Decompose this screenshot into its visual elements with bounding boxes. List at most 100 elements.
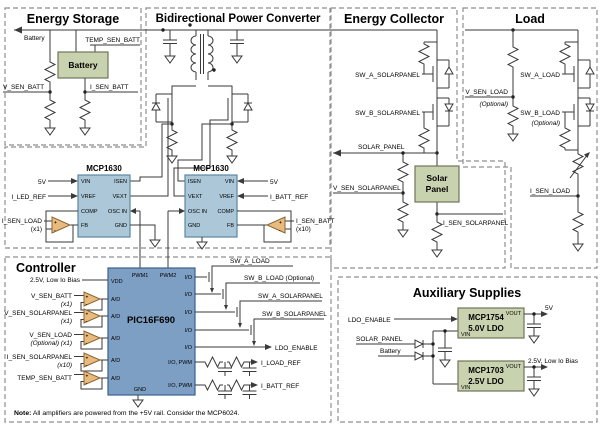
opamp [73, 352, 109, 372]
opamp [73, 330, 109, 350]
capacitor [242, 390, 257, 395]
label-i-batt-ref: I_BATT_REF [270, 194, 308, 201]
label-adc-gain: (Optional) (x1) [30, 340, 72, 347]
ground-icon [79, 127, 91, 136]
junction-dot [161, 28, 165, 32]
resistor [202, 356, 224, 368]
resistor [226, 379, 248, 391]
opamp [73, 308, 109, 328]
pin-fb: FB [81, 223, 88, 229]
capacitor [526, 323, 542, 328]
label-5v-out: 5V [545, 305, 554, 312]
pin-gnd: GND [115, 223, 127, 229]
opamp [73, 370, 109, 390]
pin-fb: FB [227, 223, 234, 229]
solar-rail-arrow-icon [333, 149, 341, 157]
pin-osc-in: OSC IN [108, 209, 127, 215]
pin-vin: VIN [225, 179, 234, 185]
resistor [507, 103, 519, 129]
pin-io: I/O [185, 275, 193, 281]
label-sw-b-sp-out: SW_B_SOLARPANEL [262, 311, 327, 318]
diode [414, 351, 425, 361]
ground-icon [226, 155, 238, 164]
pin-pwm1: PWM1 [132, 273, 149, 279]
body-diode [578, 59, 594, 89]
capacitor [217, 367, 233, 372]
label-adc-input: I_SEN_SOLARPANEL [7, 354, 73, 361]
section-controller: PIC16F690 PWM1 PWM2 VDD A/D A/D A/D A/D … [4, 258, 327, 417]
label-sw-b-load: SW_B_LOAD [520, 110, 560, 117]
pin-io-pwm: I/O, PWM [168, 360, 192, 366]
polarity-dot [212, 68, 216, 72]
mcp1754-box [457, 307, 525, 339]
pin-adc: A/D [111, 336, 120, 342]
pin-vext: VEXT [188, 194, 203, 200]
pic16f690-chip [107, 267, 196, 396]
note-prefix: Note: [14, 410, 31, 417]
label-sw-a-load-out: SW_A_LOAD [230, 258, 270, 265]
battery-box-label: Battery [68, 60, 98, 70]
resistor [226, 127, 238, 153]
polarity-dot [188, 23, 192, 27]
pin-io: I/O [185, 328, 193, 334]
opamp: + - [44, 210, 78, 243]
ground-icon [431, 249, 443, 258]
label-adc-gain: (x1) [61, 318, 72, 325]
arrow-icon [237, 178, 244, 184]
energy-storage-frame [4, 7, 142, 146]
pin-adc: A/D [111, 358, 120, 364]
pin-comp: COMP [218, 209, 235, 215]
label-gain-x1: (x1) [31, 226, 42, 233]
resistor [44, 59, 56, 85]
label-adc-input: V_SEN_BATT [31, 293, 72, 300]
pic16f690-name: PIC16F690 [127, 315, 175, 326]
pin-vout: VOUT [506, 364, 522, 370]
mcp1630-left-chip: MCP1630 VIN VREF COMP FB ISEN VEXT OSC I… [2, 164, 161, 268]
label-i-batt-ref-out: I_BATT_REF [261, 383, 299, 390]
body-diode [437, 59, 453, 89]
mosfet-left [130, 85, 196, 197]
resistor [418, 41, 430, 67]
label-temp-sen-batt: TEMP_SEN_BATT [85, 37, 140, 44]
body-diode [437, 97, 453, 127]
mosfet-right [173, 85, 253, 197]
pin-vref: VREF [219, 194, 234, 200]
capacitor [162, 39, 178, 44]
resistor [418, 125, 430, 151]
ground-icon [132, 399, 144, 408]
pwm2-wire [167, 210, 182, 268]
label-gain-x10: (x10) [296, 226, 311, 233]
label-ldo-enable: LDO_ENABLE [348, 317, 391, 324]
arrow-icon [71, 178, 78, 184]
label-i-sen-batt: I_SEN_BATT [90, 84, 129, 91]
resistor [397, 159, 409, 185]
capacitor [242, 367, 257, 372]
controller-frame [4, 256, 332, 423]
opamp [73, 291, 109, 311]
ground-icon [528, 388, 540, 397]
mcp1630-right-name: MCP1630 [193, 164, 229, 173]
mcp1754-name: MCP1754 [468, 313, 504, 322]
pin-comp: COMP [81, 209, 98, 215]
label-5v: 5V [270, 179, 279, 186]
ground-icon [164, 55, 176, 64]
pin-isen: ISEN [188, 179, 201, 185]
label-adc-input: TEMP_SEN_BATT [17, 375, 72, 382]
label-i-sen-load: I_SEN_LOAD [2, 218, 42, 225]
label-vdd-bias: 2.5V, Low Io Bias [30, 277, 81, 284]
resistor [507, 44, 519, 70]
pin-adc: A/D [111, 314, 120, 320]
arrow-icon [237, 193, 244, 199]
label-v-sen-solarpanel: V_SEN_SOLARPANEL [333, 185, 401, 192]
pin-isen: ISEN [114, 179, 127, 185]
mcp1703-box [457, 360, 525, 392]
capacitor [229, 39, 245, 44]
arrow-icon [130, 208, 136, 214]
pin-io: I/O [185, 310, 193, 316]
ground-icon [507, 133, 519, 142]
ground-icon [44, 127, 56, 136]
resistor [397, 199, 409, 225]
mcp1703-name: MCP1703 [468, 366, 504, 375]
label-battery: Battery [380, 348, 401, 355]
resistor [572, 209, 584, 235]
